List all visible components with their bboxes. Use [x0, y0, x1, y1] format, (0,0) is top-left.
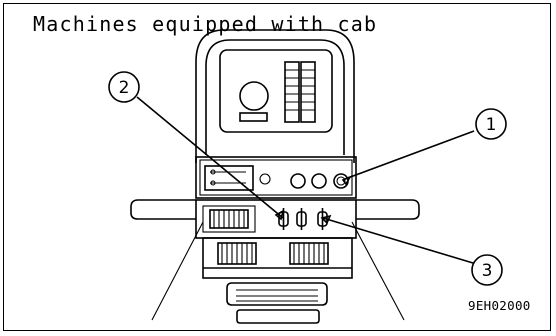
- switch-icon: [312, 174, 326, 188]
- callout-2: 2: [109, 72, 139, 102]
- pedal-area: [227, 283, 327, 323]
- svg-text:3: 3: [482, 261, 493, 281]
- bar-meter-icon: [285, 62, 315, 122]
- switch-icon: [291, 174, 305, 188]
- svg-text:1: 1: [486, 115, 497, 135]
- upper-switch-panel: [196, 157, 356, 198]
- control-panel-body: [196, 157, 356, 198]
- instrument-hood: [196, 30, 354, 163]
- left-armrest: [131, 200, 196, 219]
- indicator-lamp: [240, 113, 267, 121]
- gauge-icon: [240, 82, 268, 110]
- mid-switch-panel: [196, 200, 356, 238]
- key-switch-icon: [334, 174, 348, 188]
- small-knob-icon: [260, 174, 270, 184]
- callout-3: 3: [472, 255, 502, 285]
- svg-text:2: 2: [119, 78, 130, 98]
- lower-vent-panel: [203, 238, 352, 278]
- callout-1: 1: [476, 109, 506, 139]
- right-armrest: [356, 200, 419, 219]
- toggle-knob-icon: [297, 208, 306, 230]
